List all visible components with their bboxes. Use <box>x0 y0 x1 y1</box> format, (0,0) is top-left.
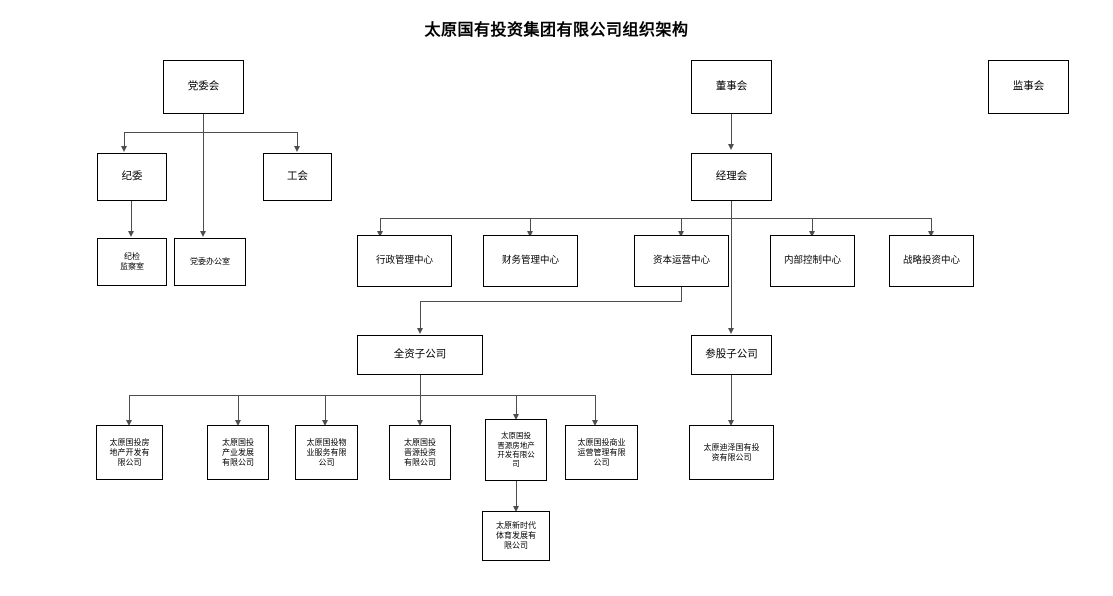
node-label: 董事会 <box>715 80 748 93</box>
node-board-of-directors[interactable]: 董事会 <box>691 60 772 114</box>
arrow-to-capital-center <box>678 231 684 237</box>
node-label: 工会 <box>287 170 308 183</box>
arrow-to-wholly-owned <box>417 328 423 334</box>
node-sub-dize-state-invest[interactable]: 太原迪泽国有投 资有限公司 <box>689 425 774 480</box>
node-finance-center[interactable]: 财务管理中心 <box>483 235 578 287</box>
node-sub-jinyuan-invest[interactable]: 太原国投 晋源投资 有限公司 <box>389 425 451 480</box>
node-label: 党委办公室 <box>190 257 230 266</box>
node-sub-jinyuan-real-estate[interactable]: 太原国投 晋源房地产 开发有限公 司 <box>485 419 547 481</box>
node-label: 经理会 <box>715 170 748 183</box>
node-capital-operation-center[interactable]: 资本运营中心 <box>634 235 729 287</box>
node-board-of-supervisors[interactable]: 监事会 <box>988 60 1069 114</box>
connector-wholly-bus <box>129 395 595 396</box>
node-label: 太原国投 晋源房地产 开发有限公 司 <box>497 431 535 469</box>
node-label: 太原国投房 地产开发有 限公司 <box>109 437 150 467</box>
node-admin-center[interactable]: 行政管理中心 <box>357 235 452 287</box>
connector-to-sub-dize <box>731 375 732 423</box>
node-label: 财务管理中心 <box>501 255 559 267</box>
arrow-to-inspection-office <box>128 231 134 237</box>
arrow-to-strategic-center <box>928 231 934 237</box>
node-label: 纪委 <box>121 170 143 183</box>
node-labor-union[interactable]: 工会 <box>263 153 332 201</box>
node-managers-meeting[interactable]: 经理会 <box>691 153 772 201</box>
arrow-to-sub-5 <box>513 414 519 420</box>
arrow-to-sub-new-era-sports <box>513 506 519 512</box>
connector-to-sub-3 <box>325 395 326 423</box>
node-label: 太原国投商业 运营管理有限 公司 <box>577 437 626 467</box>
arrow-to-sub-2 <box>235 420 241 426</box>
node-sub-real-estate[interactable]: 太原国投房 地产开发有 限公司 <box>96 425 163 480</box>
arrow-to-party-office <box>200 231 206 237</box>
connector-capital-down <box>681 287 682 301</box>
connector-centers-bus <box>380 218 931 219</box>
arrow-board-to-managers <box>728 144 734 150</box>
page-title: 太原国有投资集团有限公司组织架构 <box>424 20 689 39</box>
connector-to-admin-center <box>380 218 381 234</box>
connector-to-discipline-committee <box>124 132 125 149</box>
node-label: 监事会 <box>1012 80 1045 93</box>
node-label: 太原新时代 体育发展有 限公司 <box>496 521 536 550</box>
connector-to-labor-union <box>297 132 298 149</box>
node-sub-industry-dev[interactable]: 太原国投 产业发展 有限公司 <box>207 425 269 480</box>
node-party-committee-office[interactable]: 党委办公室 <box>174 238 246 286</box>
arrow-to-internal-control-center <box>809 231 815 237</box>
node-label: 太原国投物 业服务有限 公司 <box>306 437 347 467</box>
arrow-to-finance-center <box>527 231 533 237</box>
connector-to-capital-center <box>681 218 682 234</box>
node-discipline-inspection-office[interactable]: 纪检 监察室 <box>97 238 167 286</box>
arrow-to-sub-3 <box>322 420 328 426</box>
connector-to-inspection-office <box>131 201 132 234</box>
node-sub-new-era-sports[interactable]: 太原新时代 体育发展有 限公司 <box>482 511 550 561</box>
arrow-to-sub-4 <box>417 420 423 426</box>
node-label: 行政管理中心 <box>375 255 433 267</box>
node-sub-commercial-ops[interactable]: 太原国投商业 运营管理有限 公司 <box>565 425 638 480</box>
node-discipline-committee[interactable]: 纪委 <box>97 153 167 201</box>
connector-to-sub-6 <box>595 395 596 423</box>
connector-to-finance-center <box>530 218 531 234</box>
connector-to-sub-new-era-sports <box>516 481 517 509</box>
connector-to-wholly-owned <box>420 301 421 331</box>
arrow-to-labor-union <box>294 146 300 152</box>
connector-party-stem <box>203 114 204 132</box>
node-sub-property-service[interactable]: 太原国投物 业服务有限 公司 <box>295 425 358 480</box>
connector-managers-spine <box>731 201 732 331</box>
node-label: 党委会 <box>187 80 220 93</box>
connector-to-sub-5 <box>516 395 517 417</box>
node-label: 参股子公司 <box>705 348 758 361</box>
node-label: 全资子公司 <box>393 348 447 361</box>
node-equity-subsidiaries[interactable]: 参股子公司 <box>691 335 772 375</box>
arrow-to-sub-dize <box>728 420 734 426</box>
node-wholly-owned-subsidiaries[interactable]: 全资子公司 <box>357 335 483 375</box>
node-label: 内部控制中心 <box>783 255 841 267</box>
connector-capital-to-wholly <box>420 301 682 302</box>
node-label: 太原迪泽国有投 资有限公司 <box>703 442 760 462</box>
connector-board-to-managers <box>731 114 732 147</box>
connector-to-strategic-center <box>931 218 932 234</box>
connector-party-bus <box>124 132 298 133</box>
connector-wholly-stem <box>420 375 421 395</box>
arrow-to-sub-1 <box>126 420 132 426</box>
connector-to-internal-control-center <box>812 218 813 234</box>
arrow-to-equity-subsidiaries <box>728 328 734 334</box>
node-label: 纪检 监察室 <box>120 252 144 271</box>
node-label: 战略投资中心 <box>902 255 960 267</box>
connector-to-sub-1 <box>129 395 130 423</box>
node-party-committee[interactable]: 党委会 <box>163 60 244 114</box>
node-label: 资本运营中心 <box>652 255 710 267</box>
node-internal-control-center[interactable]: 内部控制中心 <box>770 235 855 287</box>
node-label: 太原国投 晋源投资 有限公司 <box>404 437 436 467</box>
node-strategic-investment-center[interactable]: 战略投资中心 <box>889 235 974 287</box>
arrow-to-discipline-committee <box>121 146 127 152</box>
connector-to-sub-4 <box>420 395 421 423</box>
connector-to-party-office <box>203 132 204 234</box>
connector-to-sub-2 <box>238 395 239 423</box>
arrow-to-sub-6 <box>592 420 598 426</box>
arrow-to-admin-center <box>377 231 383 237</box>
node-label: 太原国投 产业发展 有限公司 <box>222 437 254 467</box>
